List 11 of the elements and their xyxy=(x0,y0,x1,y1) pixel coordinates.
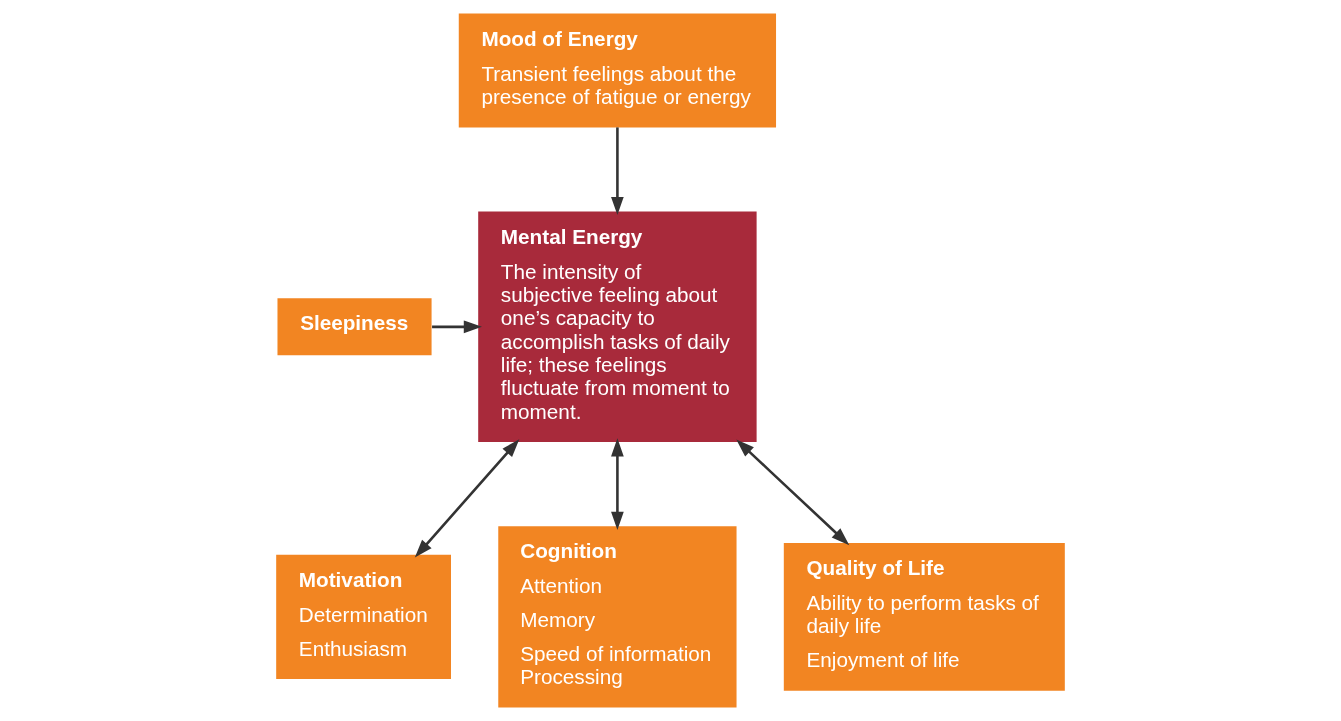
node-box: Mood of Energy Transient feelings about the presence of fatigue or energy xyxy=(458,13,777,128)
arrow xyxy=(414,439,520,558)
node-box: Quality of Life Ability to perform tasks of daily life Enjoyment of life xyxy=(783,543,1065,691)
arrow xyxy=(736,439,850,546)
node-box: Cognition Attention Memory Speed of information Processing xyxy=(498,526,737,708)
node-box: Mental Energy The intensity of subjective feeling about one’s capacity to accomplish tasks of daily life; these feelings fluctuate from moment to moment. xyxy=(478,211,757,443)
arrow xyxy=(432,320,482,334)
node-box: Sleepiness xyxy=(277,298,432,356)
node-box: Motivation Determination Enthusiasm xyxy=(276,554,451,680)
arrow xyxy=(611,438,624,530)
arrow xyxy=(611,127,624,216)
